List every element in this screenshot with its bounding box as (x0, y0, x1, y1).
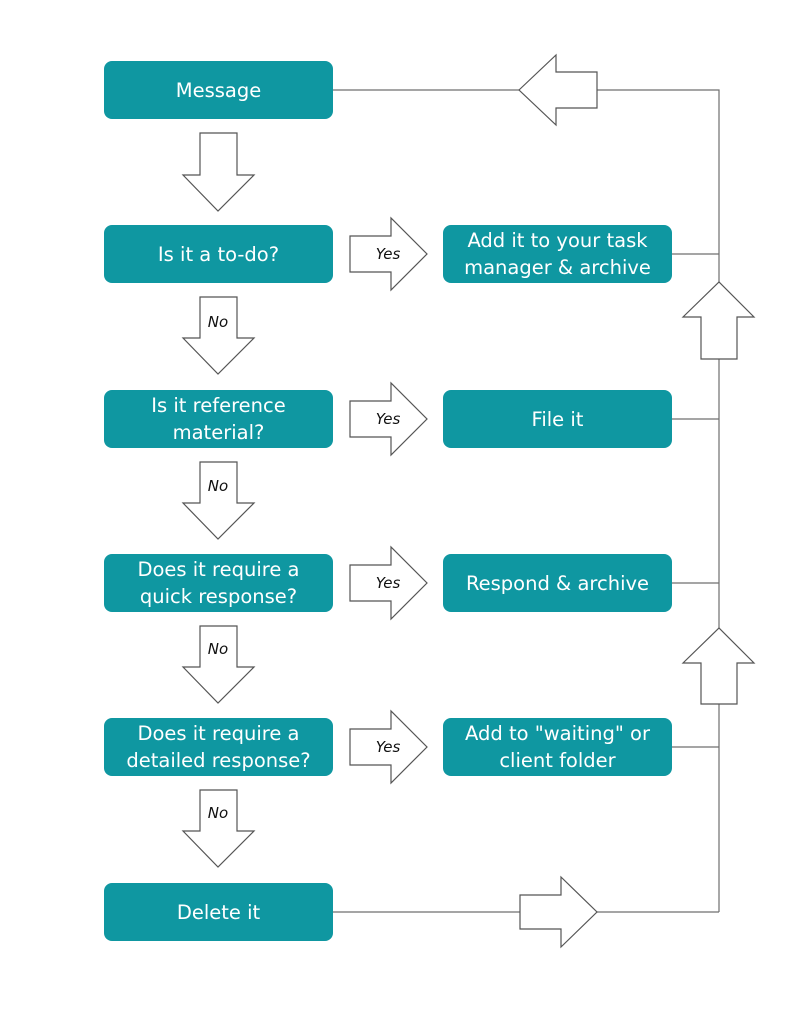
box-respond-archive: Respond & archive (443, 554, 672, 612)
no-label-2: No (207, 477, 229, 495)
box-file-it: File it (443, 390, 672, 448)
arrow-down-3 (181, 461, 256, 540)
yes-label-1: Yes (375, 245, 401, 263)
box-reference-material: Is it reference material? (104, 390, 333, 448)
box-quick-response: Does it require a quick response? (104, 554, 333, 612)
arrow-down-2 (181, 296, 256, 375)
arrow-down-4 (181, 625, 256, 704)
arrow-down-1 (181, 132, 256, 212)
arrow-left-to-message (518, 53, 598, 127)
box-waiting-folder: Add to "waiting" or client folder (443, 718, 672, 776)
arrow-right-2 (349, 381, 428, 457)
box-delete-it: Delete it (104, 883, 333, 941)
arrow-right-1 (349, 216, 428, 292)
box-detailed-response: Does it require a detailed response? (104, 718, 333, 776)
yes-label-3: Yes (375, 574, 401, 592)
arrow-up-upper (681, 281, 756, 360)
box-task-manager: Add it to your task manager & archive (443, 225, 672, 283)
no-label-3: No (207, 640, 229, 658)
yes-label-2: Yes (375, 410, 401, 428)
no-label-4: No (207, 804, 229, 822)
arrow-right-3 (349, 545, 428, 621)
box-is-todo: Is it a to-do? (104, 225, 333, 283)
no-label-1: No (207, 313, 229, 331)
arrow-right-4 (349, 709, 428, 785)
box-message: Message (104, 61, 333, 119)
yes-label-4: Yes (375, 738, 401, 756)
arrow-up-lower (681, 627, 756, 705)
arrow-right-from-delete (519, 875, 598, 949)
arrow-down-5 (181, 789, 256, 868)
return-line (333, 89, 720, 912)
